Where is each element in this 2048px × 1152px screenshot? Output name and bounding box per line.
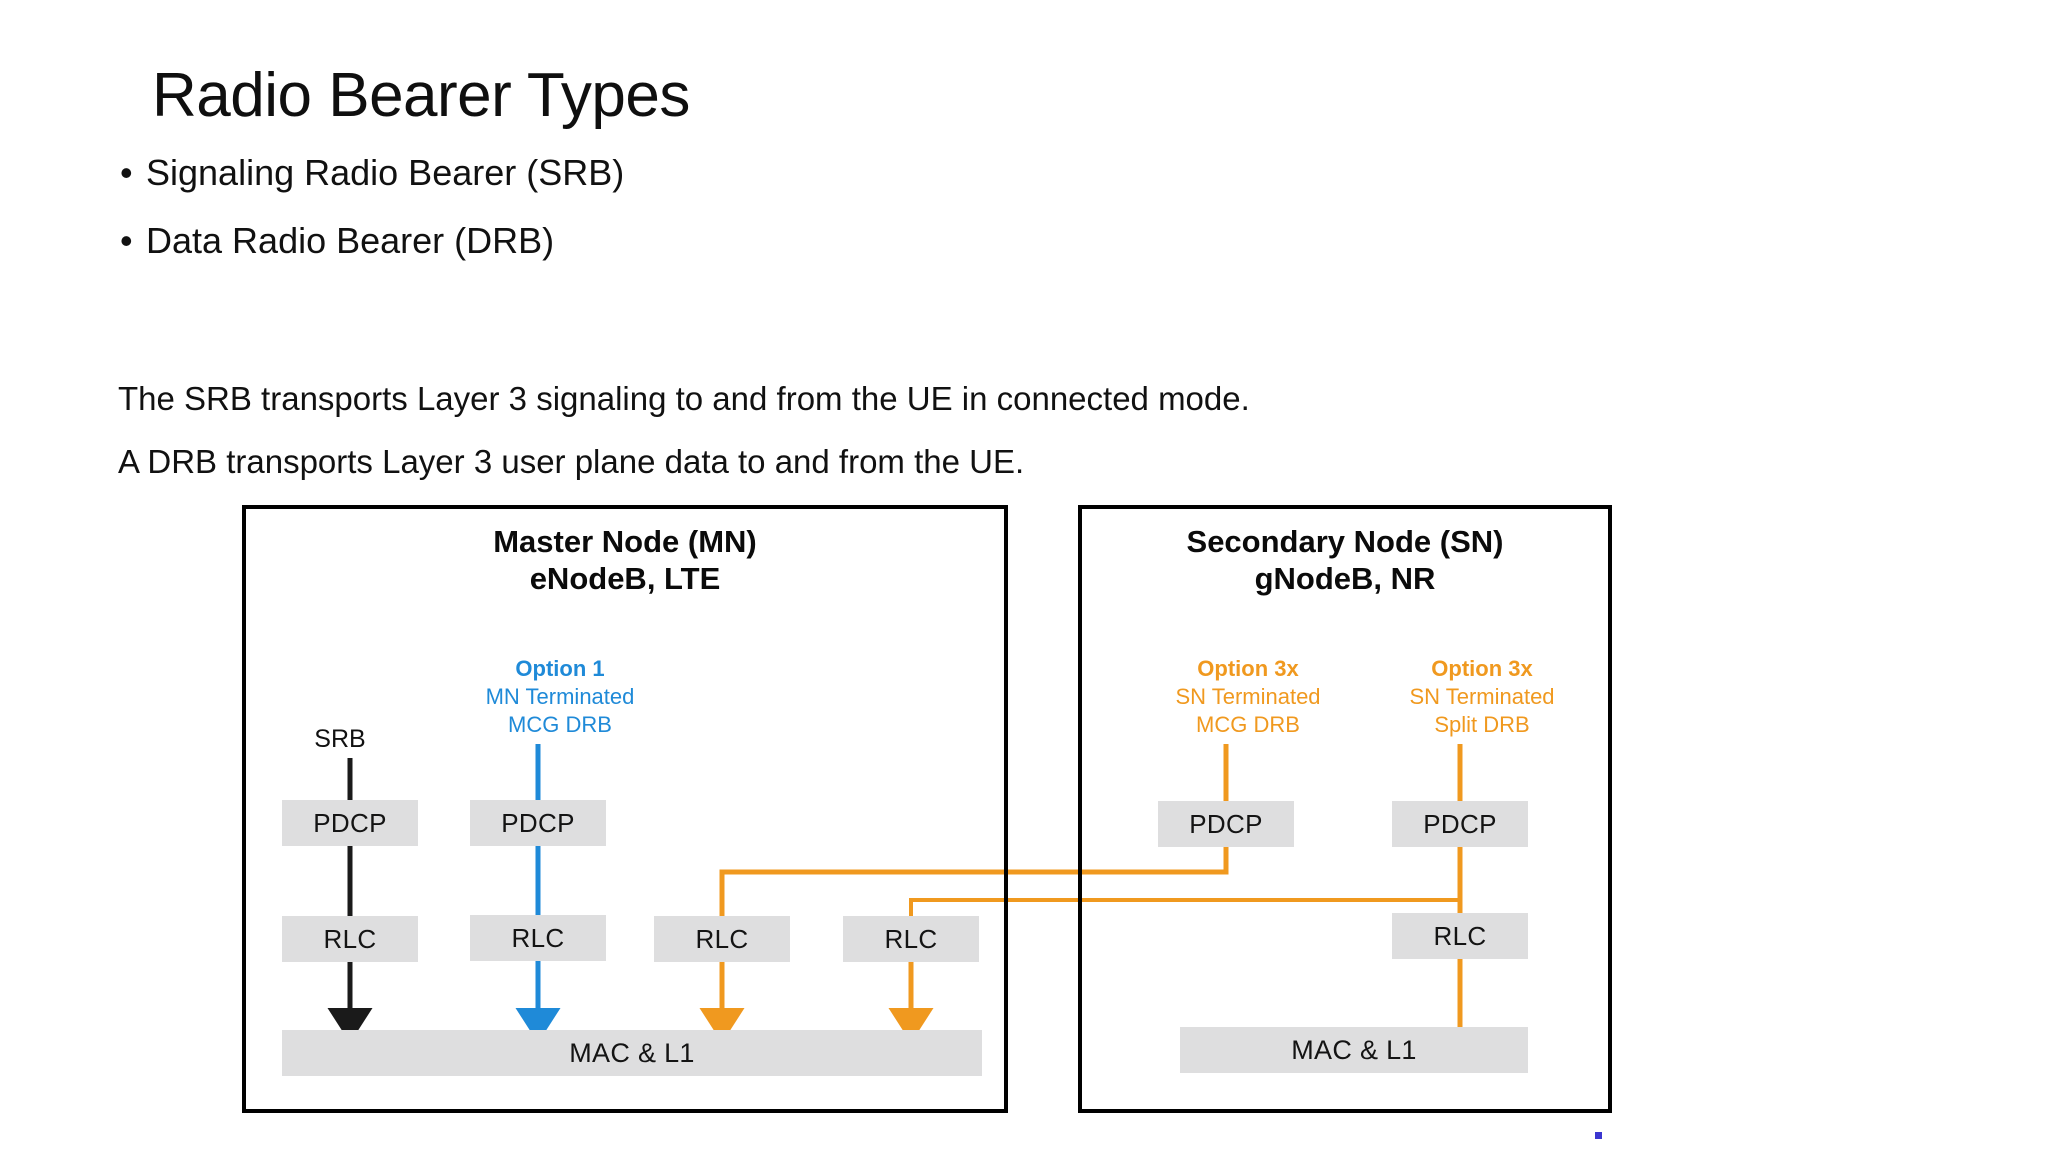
bullet-item-srb-label: Signaling Radio Bearer (SRB) xyxy=(146,152,625,193)
option-3x-split-sub2: Split DRB xyxy=(1434,712,1530,738)
srb-bearer-label: SRB xyxy=(314,725,366,753)
bullet-item-srb: • Signaling Radio Bearer (SRB) xyxy=(120,152,624,194)
sn-rlc-box-split-drb: RLC xyxy=(1392,913,1528,959)
bullet-item-drb: • Data Radio Bearer (DRB) xyxy=(120,220,554,262)
mn-rlc-box-sn-mcg-drb: RLC xyxy=(654,916,790,962)
master-node-frame xyxy=(242,505,1008,1113)
option-label-option-3x-split: Option 3x SN Terminated Split DRB xyxy=(1362,655,1602,739)
secondary-node-heading: Secondary Node (SN) gNodeB, NR xyxy=(1078,524,1612,597)
paragraph-srb: The SRB transports Layer 3 signaling to … xyxy=(118,380,1250,417)
sn-pdcp-box-split-drb: PDCP xyxy=(1392,801,1528,847)
secondary-node-heading-line1: Secondary Node (SN) xyxy=(1186,524,1504,559)
mn-rlc-box-split-drb: RLC xyxy=(843,916,979,962)
mn-mac-l1-bar: MAC & L1 xyxy=(282,1030,982,1076)
mn-rlc-box-srb: RLC xyxy=(282,916,418,962)
paragraph-drb: A DRB transports Layer 3 user plane data… xyxy=(118,443,1025,480)
page-title: Radio Bearer Types xyxy=(152,61,690,130)
sn-mcg-drb-connector-orange xyxy=(699,744,1229,1043)
mn-rlc-box-mcg-drb: RLC xyxy=(470,915,606,961)
option-1-sub2: MCG DRB xyxy=(508,712,612,738)
master-node-heading-line1: Master Node (MN) xyxy=(493,524,757,559)
sn-split-drb-connector-orange xyxy=(888,744,1463,1043)
stray-marker-dot xyxy=(1595,1132,1602,1139)
option-1-title: Option 1 xyxy=(515,656,605,681)
secondary-node-heading-line2: gNodeB, NR xyxy=(1254,560,1436,596)
option-3x-mcg-sub2: MCG DRB xyxy=(1196,712,1300,738)
mn-pdcp-box-mcg-drb: PDCP xyxy=(470,800,606,846)
sn-pdcp-box-mcg-drb: PDCP xyxy=(1158,801,1294,847)
option-label-option-3x-mcg: Option 3x SN Terminated MCG DRB xyxy=(1128,655,1368,739)
bullet-glyph-icon: • xyxy=(120,220,133,261)
master-node-heading-line2: eNodeB, LTE xyxy=(529,560,721,596)
option-label-option-1: Option 1 MN Terminated MCG DRB xyxy=(440,655,680,739)
option-3x-mcg-sub1: SN Terminated xyxy=(1175,684,1321,710)
bullet-item-drb-label: Data Radio Bearer (DRB) xyxy=(146,220,555,261)
secondary-node-frame xyxy=(1078,505,1612,1113)
mn-pdcp-box-srb: PDCP xyxy=(282,800,418,846)
option-1-sub1: MN Terminated xyxy=(485,684,635,710)
sn-mac-l1-bar: MAC & L1 xyxy=(1180,1027,1528,1073)
bullet-glyph-icon: • xyxy=(120,152,133,193)
master-node-heading: Master Node (MN) eNodeB, LTE xyxy=(242,524,1008,597)
option-3x-mcg-title: Option 3x xyxy=(1197,656,1299,681)
option-3x-split-title: Option 3x xyxy=(1431,656,1533,681)
option-3x-split-sub1: SN Terminated xyxy=(1409,684,1555,710)
